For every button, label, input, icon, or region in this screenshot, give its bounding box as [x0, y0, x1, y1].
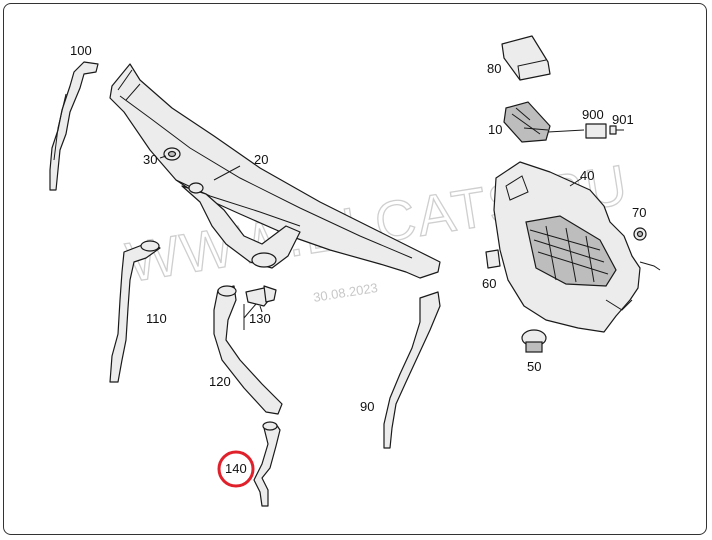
part-901-pin[interactable]	[609, 125, 624, 135]
part-70-grommet[interactable]	[633, 227, 647, 241]
callout-50[interactable]: 50	[527, 359, 541, 374]
part-30-grommet[interactable]	[163, 147, 181, 161]
callout-130[interactable]: 130	[249, 311, 271, 326]
watermark-date: 30.08.2023	[312, 280, 379, 305]
part-80-module[interactable]	[501, 35, 551, 81]
part-20-cowl-panel[interactable]	[109, 63, 441, 279]
callout-10[interactable]: 10	[488, 122, 502, 137]
callout-60[interactable]: 60	[482, 276, 496, 291]
callout-40[interactable]: 40	[580, 168, 594, 183]
part-130-clip[interactable]	[245, 285, 277, 313]
part-100-hose[interactable]	[49, 61, 99, 191]
callout-80[interactable]: 80	[487, 61, 501, 76]
highlight-ring-140	[217, 450, 255, 488]
part-90-hose[interactable]	[383, 291, 441, 449]
callout-110[interactable]: 110	[146, 311, 167, 326]
part-40-reservoir[interactable]	[493, 161, 661, 333]
part-10-sensor[interactable]	[503, 101, 585, 143]
callout-30[interactable]: 30	[143, 152, 157, 167]
part-110-hose[interactable]	[109, 240, 161, 383]
part-120-hose[interactable]	[213, 285, 283, 415]
callout-100[interactable]: 100	[70, 43, 92, 58]
callout-140[interactable]: 140	[225, 461, 247, 476]
callout-900[interactable]: 900	[582, 107, 604, 122]
callout-70[interactable]: 70	[632, 205, 646, 220]
callout-901[interactable]: 901	[612, 112, 634, 127]
part-60-cap[interactable]	[485, 249, 501, 269]
callout-90[interactable]: 90	[360, 399, 374, 414]
leader-lines	[159, 127, 583, 330]
callout-120[interactable]: 120	[209, 374, 231, 389]
part-50-pump[interactable]	[521, 329, 547, 353]
part-140-hose[interactable]	[253, 421, 281, 507]
callout-20[interactable]: 20	[254, 152, 268, 167]
part-900-connector[interactable]	[585, 123, 607, 139]
